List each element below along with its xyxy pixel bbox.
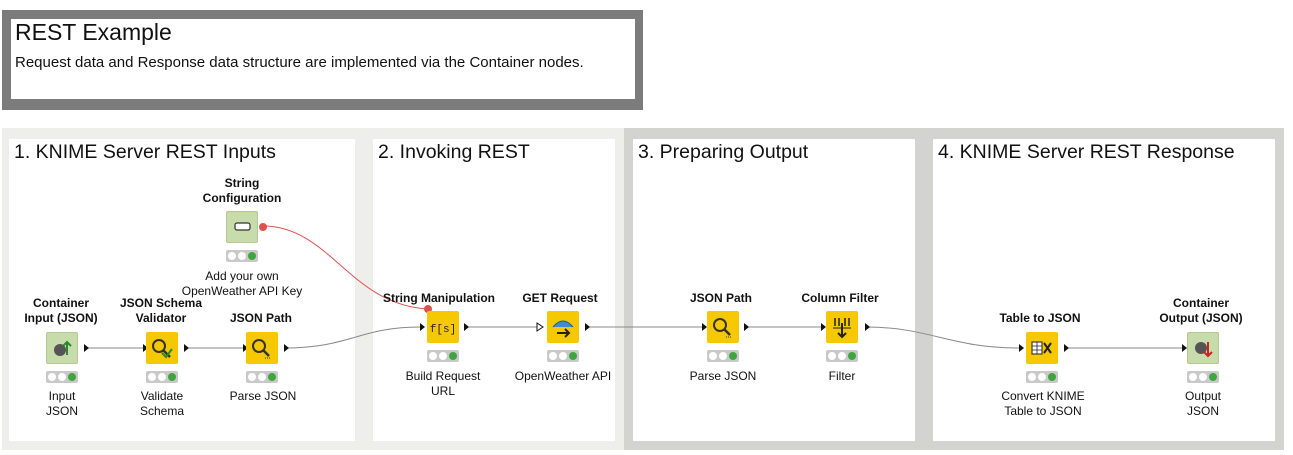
port-arrow (184, 344, 189, 352)
port-arrow (744, 323, 749, 331)
node-annotation: Parse JSON (689, 369, 757, 383)
flow-variable-port-out (259, 223, 267, 231)
node-annotation: Convert KNIME (1001, 389, 1085, 403)
node-title: JSON Path (689, 291, 753, 305)
container-output-icon[interactable] (1187, 332, 1219, 364)
node-title: String Manipulation (383, 291, 495, 305)
node-status-indicator (1187, 371, 1219, 383)
container-input-icon[interactable] (46, 332, 78, 364)
string-config-icon[interactable] (226, 211, 258, 243)
node-title: Input (JSON) (24, 311, 98, 325)
node-title: Container (32, 296, 90, 310)
workflow-description: Request data and Response data structure… (15, 54, 584, 71)
node-status-indicator (547, 350, 579, 362)
port-arrow (464, 323, 469, 331)
header-annotation[interactable]: REST Example Request data and Response d… (2, 10, 643, 110)
node-title: JSON Path (229, 311, 293, 325)
node-title: Output (JSON) (1159, 311, 1243, 325)
node-annotation: Validate (140, 389, 184, 403)
port-arrow (1064, 344, 1069, 352)
node-status-indicator (226, 250, 258, 262)
section-panel-inputs[interactable]: 1. KNIME Server REST Inputs (9, 139, 355, 441)
node-annotation: Add your own (205, 269, 279, 283)
svg-text:f[s]: f[s] (430, 324, 456, 336)
workflow-title: REST Example (15, 19, 172, 45)
node-title: Configuration (202, 191, 282, 205)
section-title-preparing: 3. Preparing Output (638, 141, 809, 163)
node-title: Column Filter (801, 291, 879, 305)
port-arrow (585, 323, 590, 331)
connection-jsonpath-to-manip (283, 326, 421, 349)
flow-variable-connection (262, 225, 429, 310)
node-annotation: Parse JSON (229, 389, 297, 403)
node-status-indicator (246, 371, 278, 383)
section-panel-response[interactable]: 4. KNIME Server REST Response (933, 139, 1275, 441)
node-annotation: Input (48, 389, 76, 403)
section-title-inputs: 1. KNIME Server REST Inputs (14, 141, 276, 163)
connection-filter-to-tabletojson (864, 326, 1020, 349)
port-arrow (1182, 344, 1187, 352)
json-path-icon[interactable] (246, 332, 278, 364)
section-panel-preparing[interactable]: 3. Preparing Output (633, 139, 915, 441)
node-status-indicator (826, 350, 858, 362)
port-arrow-hollow (536, 322, 544, 332)
node-annotation: Output (1184, 389, 1222, 403)
port-arrow (702, 323, 707, 331)
node-annotation: JSON (1186, 404, 1220, 418)
get-request-icon[interactable] (547, 311, 579, 343)
port-arrow (1019, 344, 1024, 352)
node-status-indicator (1026, 371, 1058, 383)
port-arrow (821, 323, 826, 331)
node-title: Table to JSON (999, 311, 1081, 325)
port-arrow (284, 344, 289, 352)
node-annotation: Filter (828, 369, 856, 383)
node-status-indicator (146, 371, 178, 383)
node-title: Container (1172, 296, 1230, 310)
node-annotation: OpenWeather API (514, 369, 612, 383)
table-to-json-icon[interactable] (1026, 332, 1058, 364)
node-annotation: URL (430, 384, 456, 398)
node-status-indicator (427, 350, 459, 362)
node-annotation: Build Request (405, 369, 481, 383)
node-annotation: Table to JSON (1004, 404, 1082, 418)
node-annotation: Schema (139, 404, 185, 418)
string-manipulation-icon[interactable]: f[s] (427, 311, 459, 343)
node-status-indicator (46, 371, 78, 383)
json-validator-icon[interactable] (146, 332, 178, 364)
node-annotation: JSON (45, 404, 79, 418)
section-title-response: 4. KNIME Server REST Response (938, 141, 1235, 163)
node-title: String (224, 176, 260, 190)
section-panel-invoking[interactable]: 2. Invoking REST (373, 139, 615, 441)
node-title: GET Request (522, 291, 598, 305)
port-arrow (420, 323, 425, 331)
node-annotation: OpenWeather API Key (181, 284, 303, 298)
port-arrow (865, 323, 870, 331)
node-title: JSON Schema (119, 296, 203, 310)
port-arrow (143, 344, 148, 352)
json-path-icon[interactable] (707, 311, 739, 343)
port-arrow (243, 344, 248, 352)
section-title-invoking: 2. Invoking REST (378, 141, 530, 163)
port-arrow (84, 344, 89, 352)
header-annotation-content: REST Example Request data and Response d… (11, 19, 635, 99)
node-status-indicator (707, 350, 739, 362)
column-filter-icon[interactable] (826, 311, 858, 343)
node-title: Validator (135, 311, 187, 325)
